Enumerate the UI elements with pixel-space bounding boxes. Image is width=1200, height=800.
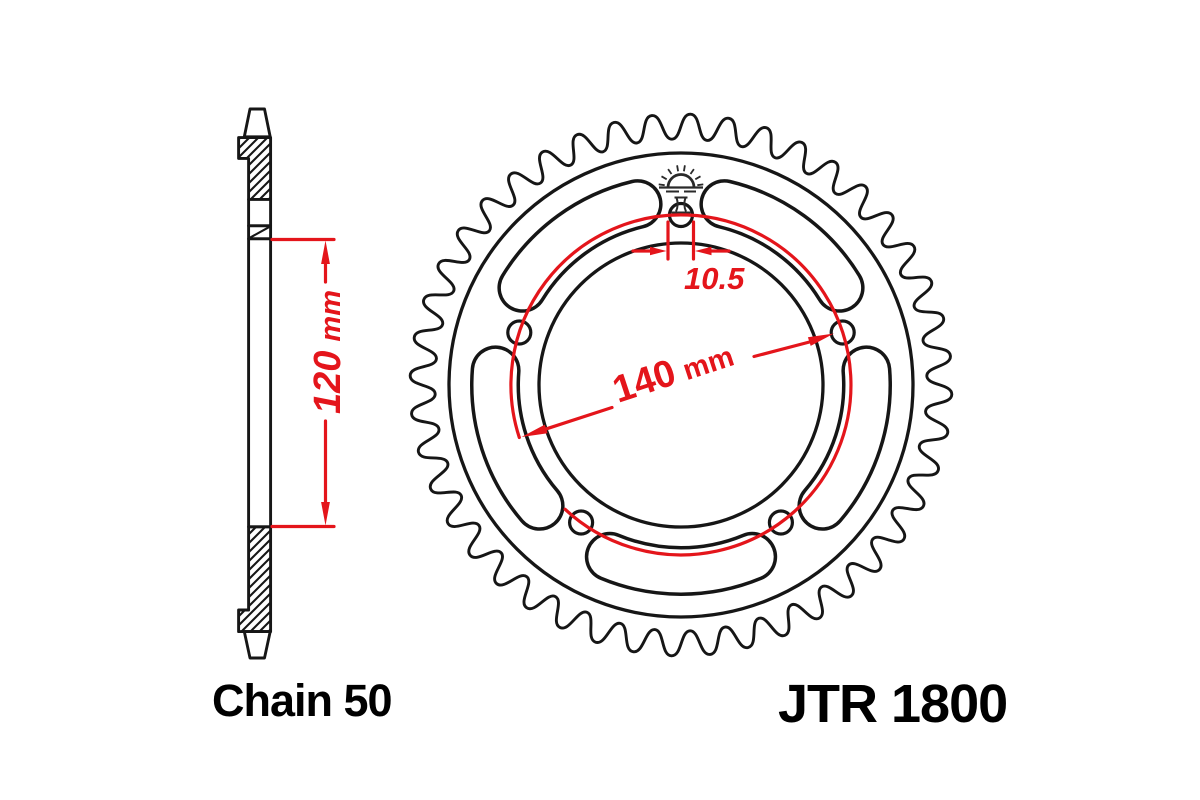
sun-ray: [676, 165, 679, 172]
chain-size-label: Chain 50: [212, 675, 392, 726]
side-tooth-tip-bottom: [242, 630, 272, 660]
dim-120-label: 120mm: [307, 290, 349, 414]
side-view-cross-section: [237, 107, 273, 660]
bolt-circle: [509, 213, 853, 557]
lightening-cutouts: [470, 179, 892, 596]
side-hatch-bottom: [237, 525, 273, 634]
rising-sun-icon: [658, 165, 704, 214]
sun-ray: [658, 183, 665, 187]
sun-ray: [683, 165, 686, 172]
cutout: [800, 348, 889, 528]
center-bore-circle: [537, 241, 825, 529]
front-view-sprocket: 140mm 10.5: [408, 112, 954, 658]
sun-rays: [658, 165, 704, 187]
arrow-right-icon: [807, 333, 834, 346]
cutout: [473, 348, 562, 528]
side-weld-diagonal: [249, 226, 270, 239]
dim-10-5-label: 10.5: [684, 261, 745, 296]
arrow-right-icon: [650, 246, 667, 256]
dimension-10-5: 10.5: [631, 220, 745, 296]
side-plate-web: [247, 237, 273, 529]
rim-inner-circle: [447, 151, 915, 619]
sun-ray: [694, 175, 701, 181]
arrow-up-icon: [321, 240, 330, 264]
sun-ray: [667, 168, 673, 175]
sun-ray: [689, 168, 695, 175]
arrow-down-icon: [321, 502, 330, 526]
side-tooth-tip-top: [242, 107, 272, 139]
side-band-plain: [247, 197, 273, 228]
dimension-120mm: 120mm: [270, 237, 349, 529]
arrow-left-icon: [695, 246, 712, 256]
sun-ray: [697, 183, 704, 187]
cutout: [588, 535, 774, 593]
cutout: [702, 182, 862, 310]
arrow-left-icon: [521, 424, 548, 437]
sun-ray: [661, 175, 668, 181]
cutout: [500, 182, 660, 310]
side-hatch-top: [237, 136, 273, 201]
part-number-label: JTR 1800: [778, 674, 1007, 734]
